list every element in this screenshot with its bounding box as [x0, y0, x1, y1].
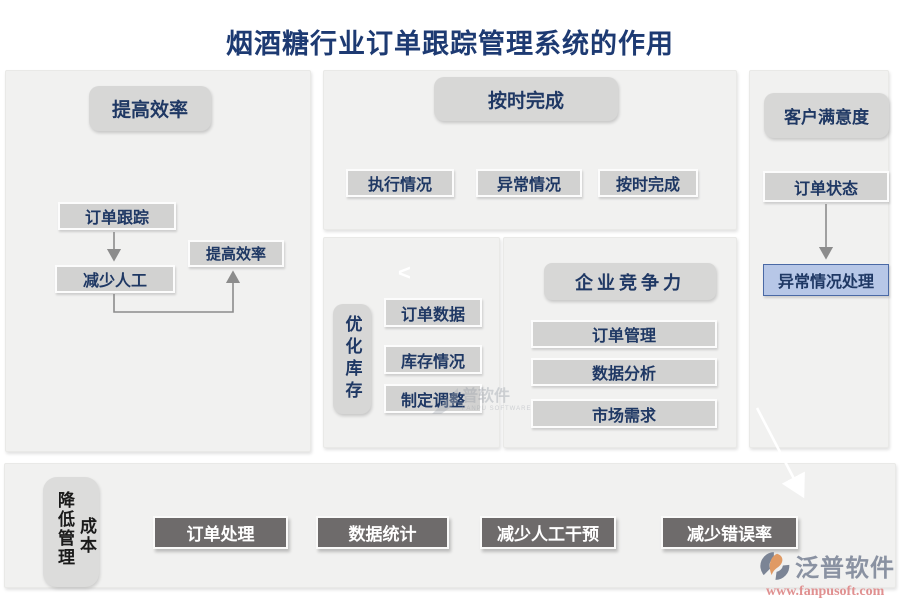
- node-improve-efficiency: 提高效率: [188, 240, 284, 267]
- watermark-subtext: FANPU SOFTWARE: [462, 406, 532, 412]
- node-reduce-manual-intervention: 减少人工干预: [480, 516, 616, 549]
- node-exception-status: 异常情况: [476, 169, 582, 197]
- node-exception-handling: 异常情况处理: [763, 264, 889, 296]
- cost-header: 降低管理 成本: [43, 477, 99, 587]
- node-market-demand: 市场需求: [531, 399, 717, 428]
- node-on-time-completion: 按时完成: [598, 169, 698, 197]
- inventory-header: 优化库存: [333, 304, 371, 414]
- ontime-header: 按时完成: [434, 77, 618, 121]
- node-make-adjustments: 制定调整: [384, 384, 482, 413]
- inventory-header-label: 优化库存: [342, 315, 362, 403]
- node-order-data: 订单数据: [384, 298, 482, 327]
- satisfaction-header: 客户满意度: [764, 93, 889, 138]
- fanpu-logo-icon: [760, 551, 790, 580]
- page-title: 烟酒糖行业订单跟踪管理系统的作用: [226, 29, 674, 59]
- node-order-processing: 订单处理: [153, 516, 288, 549]
- panel-customer-satisfaction: 客户满意度 订单状态 异常情况处理: [749, 70, 889, 448]
- brand-logo: 泛普软件 www.fanpusoft.com: [760, 548, 895, 600]
- competitiveness-header: 企业竞争力: [544, 263, 716, 300]
- node-data-statistics: 数据统计: [316, 516, 449, 549]
- watermark-swoosh-icon: [432, 388, 458, 414]
- node-reduce-error-rate: 减少错误率: [661, 516, 798, 549]
- brand-name: 泛普软件: [795, 555, 895, 582]
- node-stock-status: 库存情况: [384, 345, 482, 374]
- node-reduce-labor: 减少人工: [55, 265, 175, 293]
- node-data-analysis: 数据分析: [531, 358, 717, 386]
- cost-header-label-left: 降低管理: [55, 491, 74, 567]
- faint-watermark: 普软件 FANPU SOFTWARE: [432, 388, 531, 414]
- panel-on-time: 按时完成 执行情况 异常情况 按时完成: [323, 70, 737, 230]
- panel-reduce-cost: 降低管理 成本 订单处理 数据统计 减少人工干预 减少错误率: [4, 463, 896, 588]
- node-execution-status: 执行情况: [346, 169, 454, 197]
- node-order-management: 订单管理: [531, 320, 717, 348]
- chevron-watermark: <: [398, 260, 411, 285]
- panel-improve-efficiency: 提高效率 订单跟踪 减少人工 提高效率: [5, 70, 311, 452]
- panel-optimize-inventory: < 优化库存 订单数据 库存情况 制定调整: [323, 237, 500, 448]
- watermark-text: 普软件: [462, 388, 511, 405]
- efficiency-header: 提高效率: [89, 86, 211, 131]
- panel-competitiveness: 企业竞争力 订单管理 数据分析 市场需求: [503, 237, 737, 448]
- node-order-tracking: 订单跟踪: [58, 202, 176, 230]
- node-order-status: 订单状态: [763, 171, 889, 202]
- cost-header-label-right: 成本: [77, 517, 96, 555]
- brand-url: www.fanpusoft.com: [766, 584, 885, 599]
